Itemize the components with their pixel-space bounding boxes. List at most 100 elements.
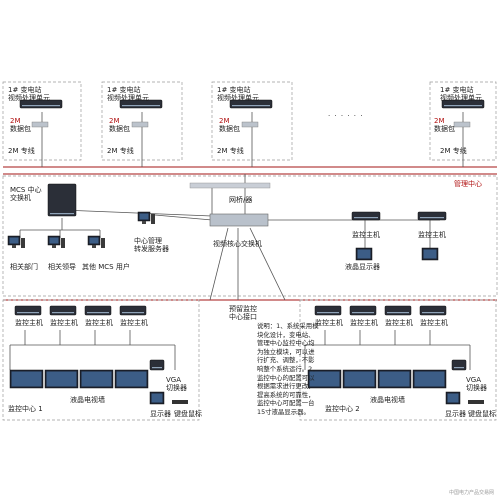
center1-links [9, 330, 176, 370]
center1-host-label-1: 监控主机 [15, 319, 43, 327]
center2-wall-screen-4-panel [414, 371, 445, 387]
center1-display-icon-panel [151, 393, 163, 403]
center2-video-wall-label: 液晶电视墙 [370, 396, 405, 404]
site-3-video-unit-icon-led [232, 105, 270, 107]
site-2-video-unit-icon-led [122, 105, 160, 107]
forwarding-server-icon-panel [139, 213, 149, 220]
mgmt-host-icon-1 [351, 211, 381, 221]
center1-keyboard-label: 键盘鼠标 [174, 410, 202, 418]
center2-wall-screen-3-panel [379, 371, 410, 387]
mgmt-lcd-icon-1-panel [357, 249, 371, 259]
site-3-title: 1# 变电站 [217, 86, 251, 94]
center2-wall-screen-2-panel [344, 371, 375, 387]
center1-vga-switcher-icon-led [152, 367, 162, 369]
center2-host-icon-4-led [422, 312, 444, 314]
mgmt-lcd-label: 液晶显示器 [345, 263, 380, 271]
user-label-2: 相关领导 [48, 263, 76, 271]
center1-title: 监控中心 1 [8, 405, 43, 413]
center2-keyboard-icon [468, 400, 484, 404]
mcs-switch-icon-led [50, 213, 74, 215]
center1-wall-screen-2-panel [46, 371, 77, 387]
mcs-switch-label-1: MCS 中心 [10, 186, 42, 194]
center1-host-icon-1 [14, 305, 42, 316]
center2-vga-label-1: VGA [466, 376, 482, 384]
center2-vga-switcher-icon [451, 359, 467, 371]
site-drops [41, 112, 464, 167]
center1-host-icon-3 [84, 305, 112, 316]
forwarding-server-icon-tower [151, 214, 155, 224]
center1-keyboard-icon [172, 400, 188, 404]
site-2-modem-icon [131, 121, 149, 128]
site-3-link: 2M [219, 117, 230, 125]
center1-host-icon-4 [119, 305, 147, 316]
mgmt-host-icon-2 [417, 211, 447, 221]
center2-host-label-3: 监控主机 [385, 319, 413, 327]
mgmt-host-icon-1-led [354, 217, 378, 219]
center1-vga-switcher-icon [149, 359, 165, 371]
user-pc-icon-2-panel [49, 237, 59, 244]
center1-host-label-3: 监控主机 [85, 319, 113, 327]
site-1-link: 2M [10, 117, 21, 125]
site-3-subtitle: 视频处理单元 [217, 94, 259, 102]
site-3-modem-icon [241, 121, 259, 128]
site-1-modem-icon [31, 121, 49, 128]
center2-host-icon-4 [419, 305, 447, 316]
center2-keyboard-label: 键盘鼠标 [468, 410, 496, 418]
site-1-title: 1# 变电站 [8, 86, 42, 94]
remote-interface-label-1: 预留监控 [229, 305, 257, 313]
forwarding-server-icon-stand [142, 221, 146, 224]
video-core-switch-icon [209, 213, 269, 227]
user-label-1: 相关部门 [10, 263, 38, 271]
watermark: 中国电力产品交易网 [448, 490, 494, 496]
site-4-modem-icon [453, 121, 471, 128]
center1-wall-screen-3-panel [81, 371, 112, 387]
forwarding-server-label-1: 中心管理 [134, 237, 162, 245]
site-1-video-unit-icon-led [22, 105, 60, 107]
more-sites-ellipsis: · · · · · · [328, 112, 364, 120]
center1-host-label-4: 监控主机 [120, 319, 148, 327]
center1-wall-screen-1-panel [11, 371, 42, 387]
center2-host-label-1: 监控主机 [315, 319, 343, 327]
center1-vga-label-2: 切换器 [166, 384, 187, 392]
site-1-subtitle: 视频处理单元 [8, 94, 50, 102]
management-center-title: 管理中心 [454, 180, 482, 188]
center2-host-icon-2-led [352, 312, 374, 314]
site-1-packet: 数据包 [10, 125, 31, 133]
center1-host-icon-3-led [87, 312, 109, 314]
user-pc-icon-1-stand [12, 245, 16, 248]
center1-video-wall-label: 液晶电视墙 [70, 396, 105, 404]
center2-display-icon-panel [447, 393, 459, 403]
site-4-subtitle: 视频处理单元 [440, 94, 482, 102]
monitor-center-1-box [2, 299, 200, 421]
site-2-dedicated: 2M 专线 [107, 147, 134, 155]
remote-interface-label-2: 中心接口 [229, 313, 257, 321]
user-pc-icon-3-stand [92, 245, 96, 248]
management-center-box [2, 175, 498, 297]
center2-vga-switcher-icon-led [454, 367, 464, 369]
center1-host-icon-2-led [52, 312, 74, 314]
user-pc-icon-2-tower [61, 238, 65, 248]
center1-host-icon-4-led [122, 312, 144, 314]
user-pc-icon-1-panel [9, 237, 19, 244]
center2-title: 监控中心 2 [325, 405, 360, 413]
center1-host-icon-1-led [17, 312, 39, 314]
site-2-packet: 数据包 [109, 125, 130, 133]
center1-display-label: 显示器 [150, 410, 171, 418]
site-4-video-unit-icon-led [444, 105, 482, 107]
mgmt-host-label-2: 监控主机 [418, 231, 446, 239]
forwarding-server-label-2: 转发服务器 [134, 245, 169, 253]
gateway-label: 网桥/器 [229, 196, 253, 204]
site-3-dedicated: 2M 专线 [217, 147, 244, 155]
site-4-packet: 数据包 [434, 125, 455, 133]
site-2-title: 1# 变电站 [107, 86, 141, 94]
mgmt-host-icon-2-led [420, 217, 444, 219]
video-core-switch-label: 视频核心交换机 [213, 240, 262, 248]
gateway-icon [189, 182, 271, 189]
mgmt-links [19, 174, 440, 301]
center2-links [304, 330, 471, 370]
center2-display-label: 显示器 [445, 410, 466, 418]
mgmt-lcd-icon-2-panel [423, 249, 437, 259]
site-3-packet: 数据包 [219, 125, 240, 133]
